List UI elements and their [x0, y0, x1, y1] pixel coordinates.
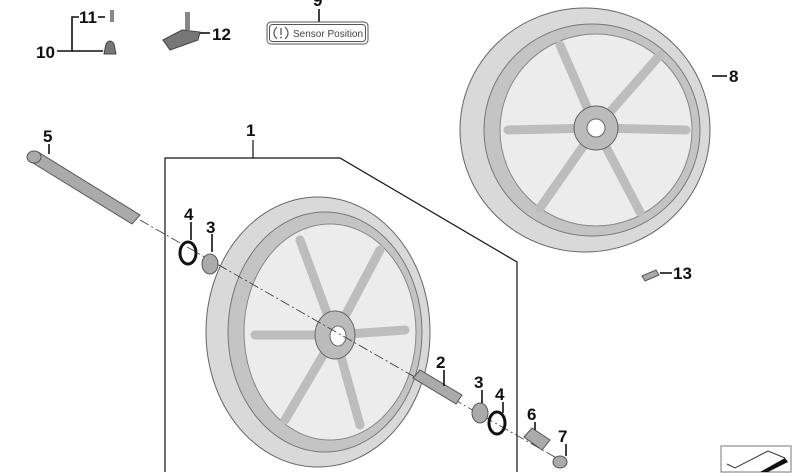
exclamation-in-tire-icon: [273, 26, 289, 40]
bearing-part-3[interactable]: [201, 253, 219, 275]
sensor-position-label: Sensor Position: [266, 21, 369, 45]
callout-2: 2: [436, 353, 445, 372]
seal-part-4[interactable]: [178, 240, 198, 266]
callout-4b: 4: [495, 385, 505, 404]
callout-1: 1: [246, 121, 255, 140]
part-6[interactable]: [523, 427, 551, 451]
sheet-corner-icon: [720, 445, 792, 473]
callout-5: 5: [43, 127, 52, 146]
valve-core-part-11[interactable]: [110, 10, 114, 22]
callout-11: 11: [79, 8, 97, 27]
front-wheel[interactable]: [205, 196, 431, 468]
callout-8: 8: [729, 67, 738, 86]
callout-3a: 3: [206, 218, 215, 237]
callout-12: 12: [212, 25, 231, 44]
part-13[interactable]: [641, 269, 660, 282]
valve-part-10[interactable]: [103, 40, 117, 55]
callout-13: 13: [673, 264, 692, 283]
callout-7: 7: [558, 427, 567, 446]
tpms-sensor-part-12[interactable]: [162, 12, 201, 51]
callout-6: 6: [527, 405, 536, 424]
seal-part-4b[interactable]: [487, 410, 507, 436]
callout-10: 10: [36, 43, 55, 62]
axle-part-5[interactable]: [26, 150, 141, 225]
callout-3b: 3: [474, 373, 483, 392]
bearing-part-3b[interactable]: [471, 402, 489, 424]
spacer-part-2[interactable]: [412, 369, 463, 405]
callout-4a: 4: [184, 205, 194, 224]
rear-wheel[interactable]: [459, 7, 711, 253]
part-7[interactable]: [552, 455, 568, 469]
sensor-position-text: Sensor Position: [293, 29, 363, 40]
callout-9: 9: [313, 0, 322, 10]
